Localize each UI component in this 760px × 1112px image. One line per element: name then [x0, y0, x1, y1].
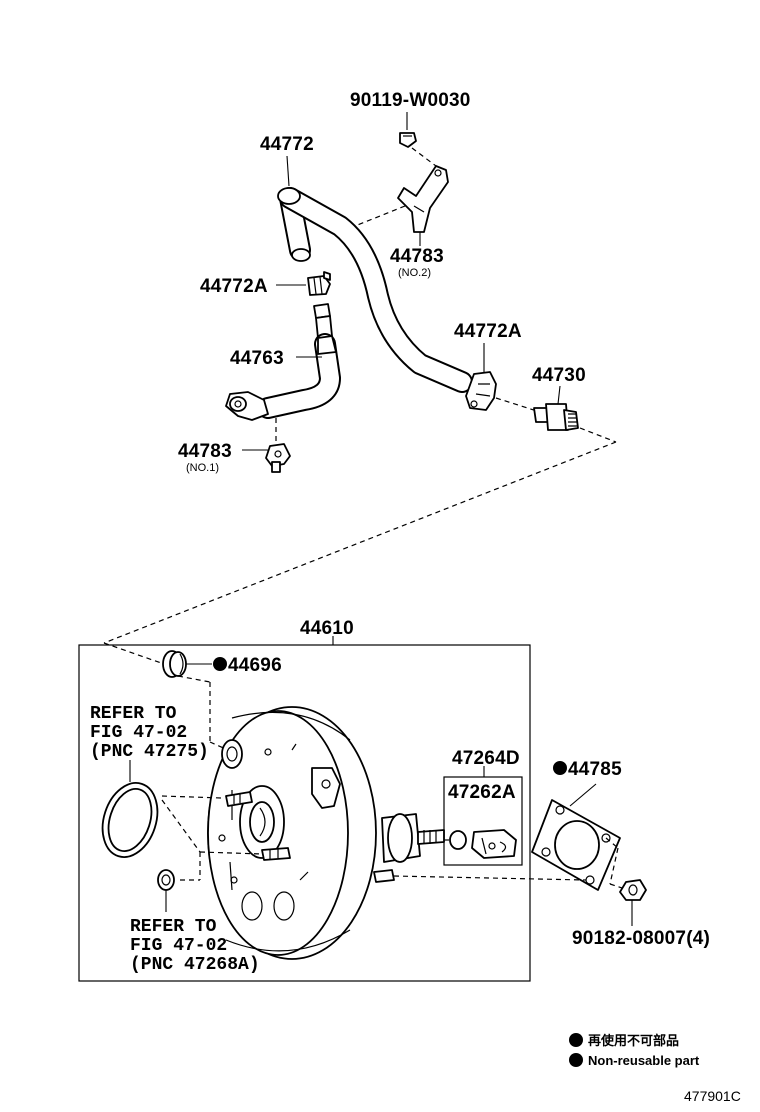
clamp-44783-no2 [397, 165, 449, 233]
label-44783-no2-sub: (NO.2) [398, 267, 431, 279]
nut-90182-08007 [619, 879, 647, 901]
label-90182-08007: 90182-08007(4) [572, 928, 710, 949]
note-refer-upper-line2: FIG 47-02 [90, 723, 187, 743]
label-90119-w0030: 90119-W0030 [350, 90, 471, 111]
grommet-44696 [162, 650, 187, 678]
non-reusable-dot-44696 [213, 657, 227, 671]
label-47262a: 47262A [448, 782, 516, 803]
legend-dot-english [569, 1053, 583, 1067]
label-44783-no1: 44783 [178, 441, 232, 462]
figure-id: 477901C [684, 1088, 741, 1104]
kit-47264d-frame [443, 776, 523, 866]
clamp-44783-no1 [265, 443, 291, 473]
label-44610: 44610 [300, 618, 354, 639]
note-refer-upper-line1: REFER TO [90, 704, 177, 724]
label-44772: 44772 [260, 134, 314, 155]
brake-booster-44610 [207, 706, 445, 960]
hose-44772 [277, 187, 473, 393]
note-refer-lower-line1: REFER TO [130, 917, 217, 937]
booster-assembly-frame [78, 644, 531, 982]
label-44772a-right: 44772A [454, 321, 522, 342]
label-44730: 44730 [532, 365, 586, 386]
bolt-90119-w0030 [399, 112, 417, 148]
clip-44772a-right [465, 343, 497, 411]
label-44783-no1-sub: (NO.1) [186, 462, 219, 474]
non-reusable-dot-44785 [553, 761, 567, 775]
label-44783-no2: 44783 [390, 246, 444, 267]
clip-44772a-left [276, 271, 331, 296]
note-refer-lower-line2: FIG 47-02 [130, 936, 227, 956]
hose-44763 [225, 303, 341, 421]
note-refer-lower-line3: (PNC 47268A) [130, 955, 260, 975]
note-refer-upper-line3: (PNC 47275) [90, 742, 209, 762]
legend-dot-japanese [569, 1033, 583, 1047]
label-44785: 44785 [568, 759, 622, 780]
label-44696: 44696 [228, 655, 282, 676]
legend-english: Non-reusable part [588, 1053, 700, 1068]
o-ring-47275 [101, 782, 159, 858]
label-44772a-left: 44772A [200, 276, 268, 297]
label-47264d: 47264D [452, 748, 520, 769]
label-44763: 44763 [230, 348, 284, 369]
gasket-44785 [531, 799, 621, 891]
grommet-47268a [157, 869, 175, 891]
check-valve-44730 [533, 403, 579, 431]
legend-japanese: 再使用不可部品 [588, 1033, 679, 1048]
pin-47262a [449, 829, 517, 859]
